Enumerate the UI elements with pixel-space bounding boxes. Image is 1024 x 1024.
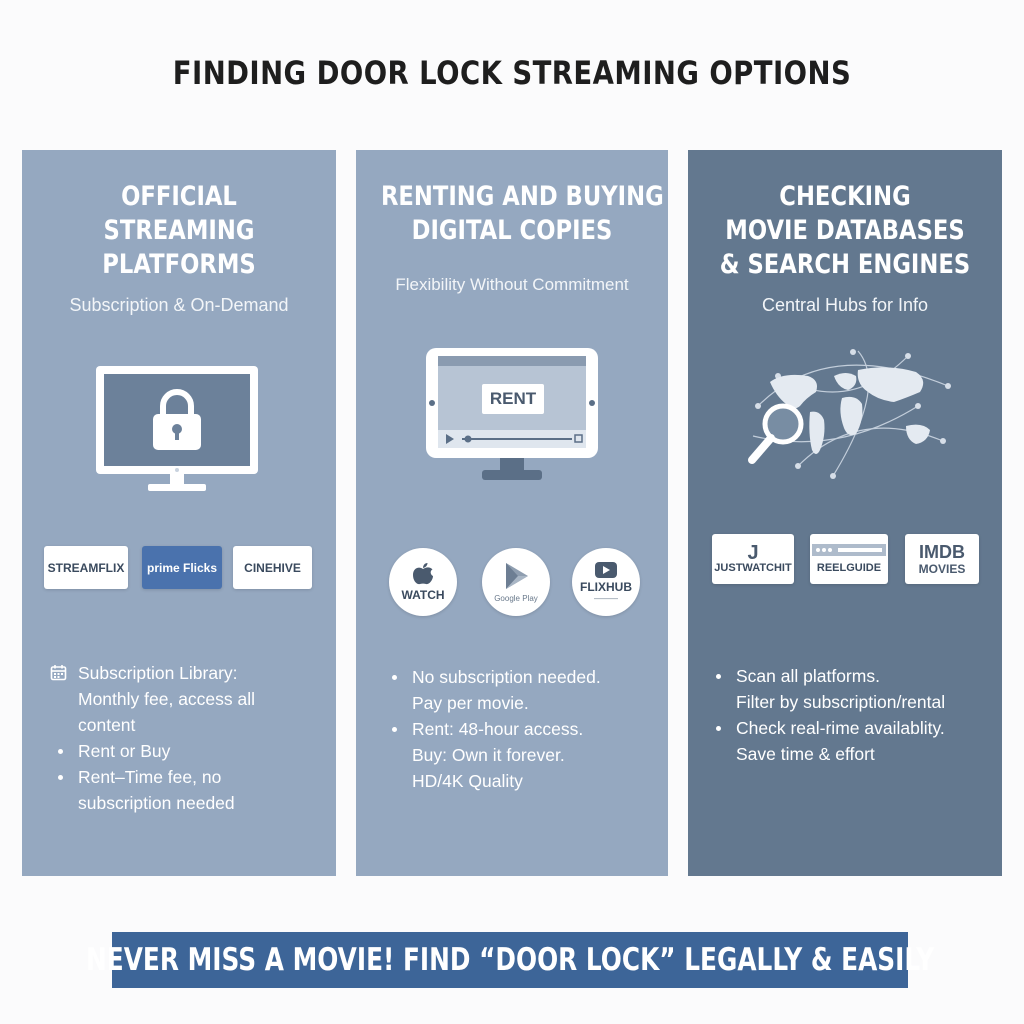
list-item: Check real-rime availablity. Save time &… (708, 715, 945, 767)
panel-subtitle: Flexibility Without Commitment (395, 275, 629, 294)
site-chip-reelguide[interactable]: REELGUIDE (810, 534, 888, 584)
service-chip-streamflix[interactable]: STREAMFLIX (44, 546, 128, 589)
rent-label[interactable]: RENT (489, 389, 537, 408)
panel-heading: CHECKING MOVIE DATABASES & SEARCH ENGINE… (719, 181, 971, 280)
bullet-dot (716, 726, 721, 731)
service-chip-cinehive[interactable]: CINEHIVE (233, 546, 312, 589)
banner-text: NEVER MISS A MOVIE! FIND “DOOR LOCK” LEG… (85, 942, 935, 978)
panel-official-streaming: OFFICIAL STREAMING PLATFORMS Subscriptio… (22, 150, 336, 876)
service-chip-prime-flicks[interactable]: prime Flicks (142, 546, 222, 589)
bottom-banner: NEVER MISS A MOVIE! FIND “DOOR LOCK” LEG… (86, 932, 934, 988)
browser-window-icon (812, 544, 886, 556)
bullet-list: No subscription needed. Pay per movie. R… (384, 664, 601, 794)
panel-movie-databases: CHECKING MOVIE DATABASES & SEARCH ENGINE… (688, 150, 1002, 876)
jw-logo-icon: J (747, 542, 759, 564)
bullet-dot (392, 675, 397, 680)
store-flixhub[interactable]: FLIXHUB ——— (572, 548, 640, 616)
page-title: FINDING DOOR LOCK STREAMING OPTIONS (172, 54, 852, 92)
play-triangle-icon (506, 563, 528, 589)
monitor-padlock-icon (96, 366, 258, 491)
panel-heading: OFFICIAL STREAMING PLATFORMS (102, 181, 256, 280)
store-google-play[interactable]: Google Play (482, 548, 550, 616)
list-item: Subscription Library: Monthly fee, acces… (50, 660, 255, 738)
youtube-play-icon (595, 561, 617, 578)
bullet-list: Subscription Library: Monthly fee, acces… (50, 660, 255, 816)
list-item: Rent or Buy (50, 738, 255, 764)
list-item: Rent–Time fee, no subscription needed (50, 764, 255, 816)
list-item: No subscription needed. Pay per movie. (384, 664, 601, 716)
site-chip-imdb-movies[interactable]: IMDB MOVIES (905, 534, 979, 584)
store-apple-watch[interactable]: WATCH (389, 548, 457, 616)
bullet-dot (392, 727, 397, 732)
bullet-dot (58, 775, 63, 780)
panel-subtitle: Subscription & On-Demand (69, 295, 289, 315)
tablet-video-icon (426, 348, 598, 480)
bullet-dot (58, 749, 63, 754)
apple-icon (413, 563, 433, 585)
bullet-list: Scan all platforms. Filter by subscripti… (708, 663, 945, 767)
list-item: Rent: 48-hour access. Buy: Own it foreve… (384, 716, 601, 794)
list-item: Scan all platforms. Filter by subscripti… (708, 663, 945, 715)
panel-subtitle: Central Hubs for Info (761, 295, 929, 315)
globe-magnifier-icon (748, 349, 951, 479)
panel-renting-buying: RENTING AND BUYING DIGITAL COPIES Flexib… (356, 150, 668, 876)
bullet-dot (716, 674, 721, 679)
panel-heading: RENTING AND BUYING DIGITAL COPIES (380, 181, 664, 246)
site-chip-justwatchit[interactable]: J JUSTWATCHIT (712, 534, 794, 584)
calendar-icon (50, 665, 67, 681)
